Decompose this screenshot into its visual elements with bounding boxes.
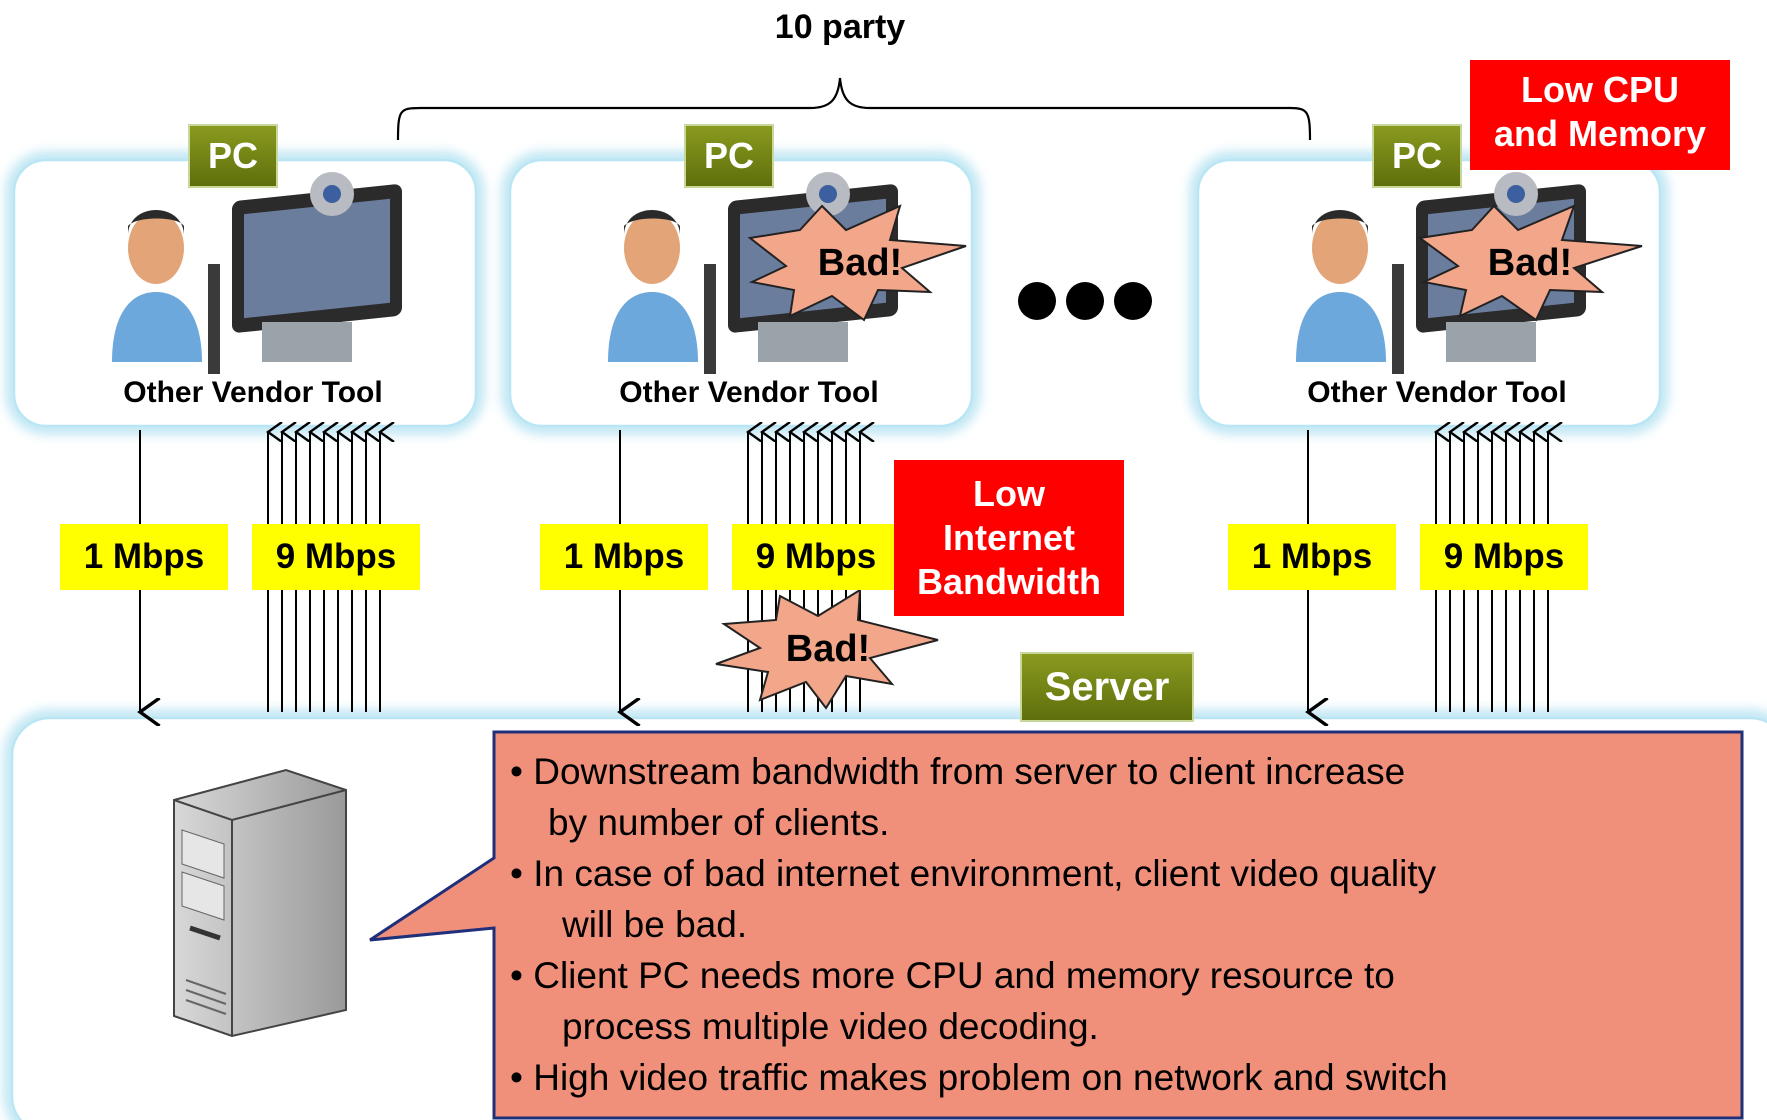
low-bandwidth-note: Low Internet Bandwidth — [894, 460, 1124, 616]
bullet-item: • Client PC needs more CPU and memory re… — [510, 950, 1710, 1052]
vendor-label-3: Other Vendor Tool — [1307, 376, 1567, 409]
bullet-item: • Downstream bandwidth from server to cl… — [510, 746, 1710, 848]
note-line: Internet — [942, 517, 1075, 558]
downlink-label-3: 9 Mbps — [1420, 524, 1588, 590]
bad-burst-bandwidth — [715, 588, 939, 710]
bullet-line-cont: process multiple video decoding. — [562, 1006, 1099, 1047]
pc-tag-3: PC — [1372, 124, 1462, 188]
ellipsis-dot — [1066, 282, 1104, 320]
uplink-label-1: 1 Mbps — [60, 524, 228, 590]
bad-burst-cpu-left — [747, 204, 967, 322]
server-tower-icon — [173, 768, 347, 1038]
note-line: and Memory — [1493, 113, 1707, 154]
downlink-label-1: 9 Mbps — [252, 524, 420, 590]
bad-label-cpu-right: Bad! — [1487, 242, 1573, 284]
vendor-label-2: Other Vendor Tool — [619, 376, 879, 409]
pc-tag-2: PC — [684, 124, 774, 188]
callout-box — [369, 730, 1744, 1120]
user-computer-icon-1 — [112, 172, 402, 374]
uplink-label-2: 1 Mbps — [540, 524, 708, 590]
note-line: Low — [973, 473, 1045, 514]
bad-label-cpu-left: Bad! — [817, 242, 903, 284]
ellipsis-dot — [1018, 282, 1056, 320]
pc-tag-1: PC — [188, 124, 278, 188]
note-line: Low CPU — [1521, 69, 1679, 110]
bullet-item: • In case of bad internet environment, c… — [510, 848, 1710, 950]
bad-burst-cpu-right — [1417, 204, 1643, 322]
bullet-line: • High video traffic makes problem on ne… — [510, 1057, 1448, 1098]
bullet-line: • Client PC needs more CPU and memory re… — [510, 955, 1395, 996]
bad-label-bandwidth: Bad! — [785, 628, 871, 670]
bullet-line: • Downstream bandwidth from server to cl… — [510, 751, 1406, 792]
uplink-label-3: 1 Mbps — [1228, 524, 1396, 590]
callout-bullets: • Downstream bandwidth from server to cl… — [510, 746, 1710, 1103]
ellipsis-dot — [1114, 282, 1152, 320]
bullet-line-cont: will be bad. — [562, 904, 748, 945]
more-pcs-ellipsis — [1016, 268, 1156, 328]
downlink-label-2: 9 Mbps — [732, 524, 900, 590]
bullet-line: • In case of bad internet environment, c… — [510, 853, 1437, 894]
server-tag: Server — [1020, 652, 1194, 722]
low-cpu-memory-note: Low CPU and Memory — [1470, 60, 1730, 170]
bullet-item: • High video traffic makes problem on ne… — [510, 1052, 1710, 1103]
bullet-line-cont: by number of clients. — [548, 802, 890, 843]
note-line: Bandwidth — [917, 561, 1101, 602]
vendor-label-1: Other Vendor Tool — [123, 376, 383, 409]
diagram-title: 10 party — [774, 8, 906, 46]
top-brace — [396, 77, 1312, 141]
